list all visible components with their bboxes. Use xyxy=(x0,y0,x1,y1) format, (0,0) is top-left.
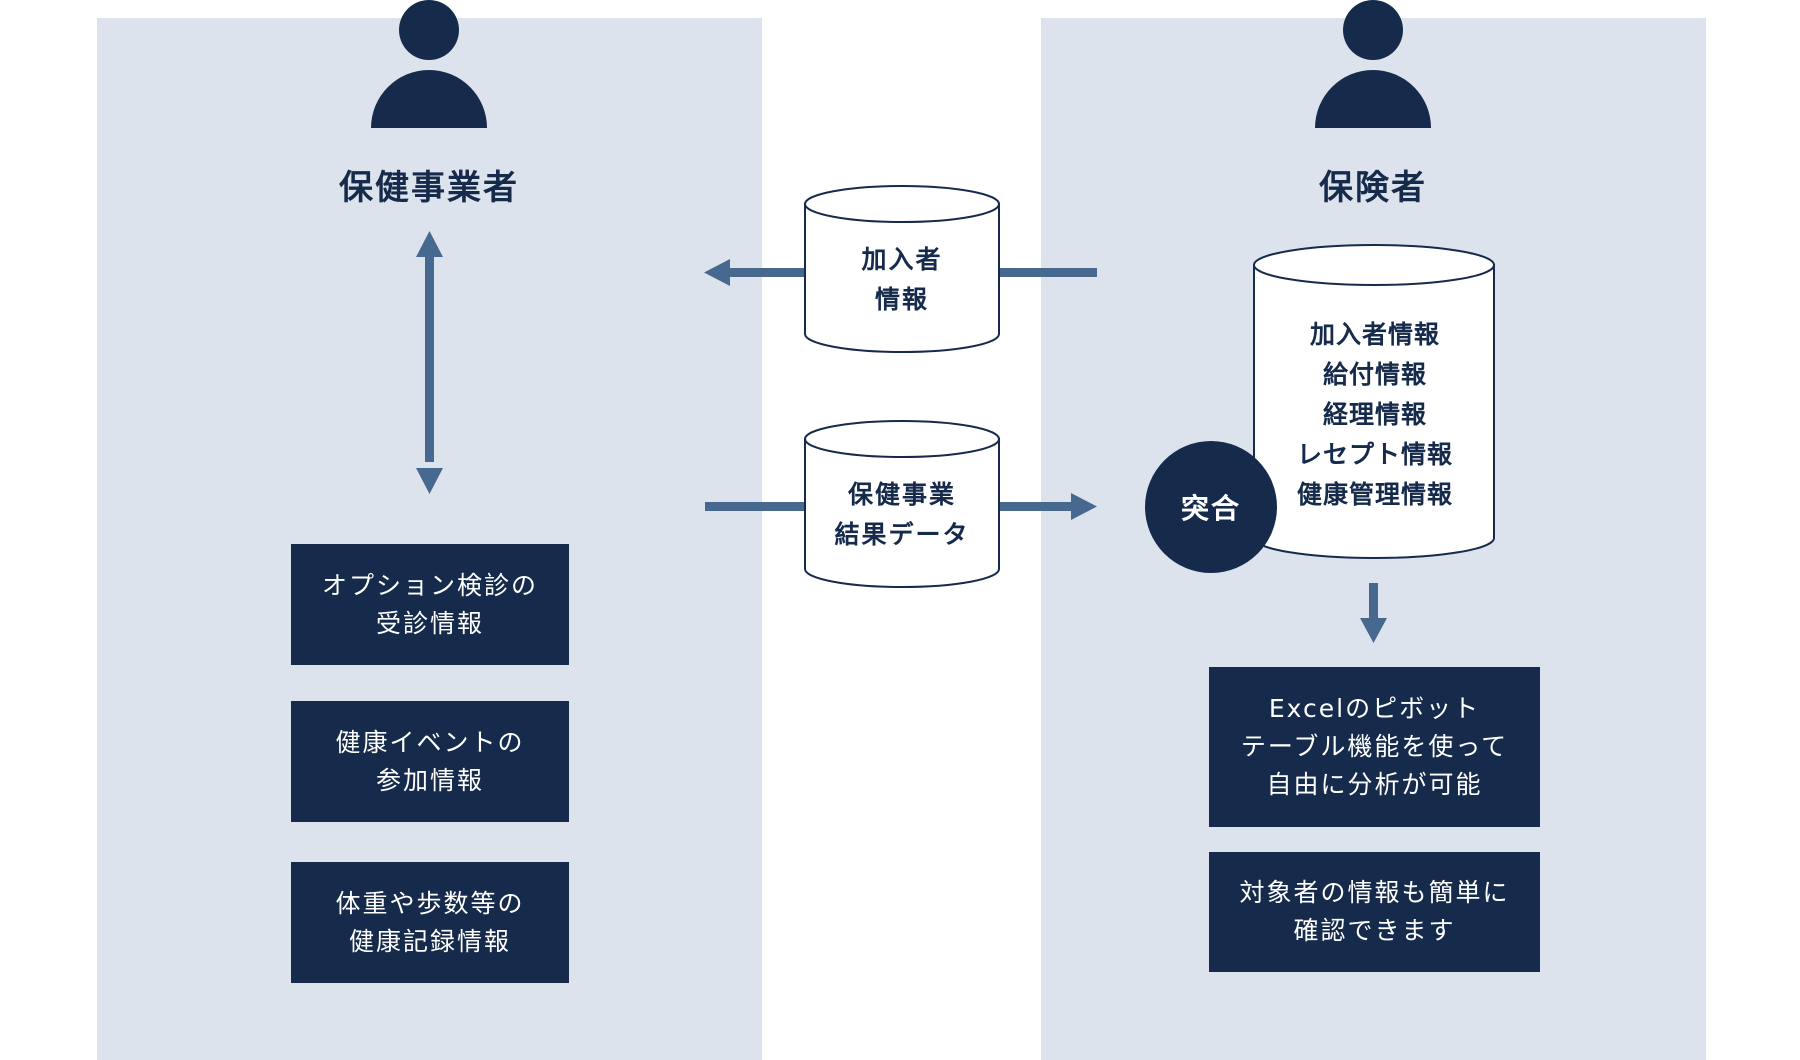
info-box: オプション検診の 受診情報 xyxy=(291,544,569,665)
info-box-text: オプション検診の 受診情報 xyxy=(321,570,538,638)
insurer-database-icon xyxy=(1253,244,1495,559)
analysis-box-text: 対象者の情報も簡単に 確認できます xyxy=(1239,878,1510,945)
person-icon-head xyxy=(1343,0,1403,60)
result-data-label: 保健事業 結果データ xyxy=(834,480,970,549)
info-box: 健康イベントの 参加情報 xyxy=(291,701,569,822)
member-info-label: 加入者 情報 xyxy=(861,245,943,314)
person-icon-head xyxy=(399,0,459,60)
info-box-text: 体重や歩数等の 健康記録情報 xyxy=(335,888,525,956)
info-box: 体重や歩数等の 健康記録情報 xyxy=(291,862,569,983)
merge-badge: 突合 xyxy=(1145,441,1277,573)
insurer-database-label: 加入者情報 給付情報 経理情報 レセプト情報 健康管理情報 xyxy=(1296,320,1453,509)
health-provider-title: 保健事業者 xyxy=(339,168,519,208)
info-box-text: 健康イベントの 参加情報 xyxy=(335,727,525,795)
member-info-database-icon xyxy=(804,185,1000,353)
arrow-right-icon xyxy=(705,493,1097,520)
analysis-box: 対象者の情報も簡単に 確認できます xyxy=(1209,852,1540,972)
person-icon xyxy=(369,0,489,130)
insurer-title: 保険者 xyxy=(1319,168,1427,208)
arrow-left-icon xyxy=(704,259,1097,286)
analysis-box-text: Excelのピボット テーブル機能を使って 自由に分析が可能 xyxy=(1240,694,1509,799)
analysis-box: Excelのピボット テーブル機能を使って 自由に分析が可能 xyxy=(1209,667,1540,827)
arrow-down-icon xyxy=(1360,583,1387,643)
double-arrow-icon xyxy=(416,231,443,494)
result-data-database-icon xyxy=(804,420,1000,588)
person-icon xyxy=(1313,0,1433,130)
